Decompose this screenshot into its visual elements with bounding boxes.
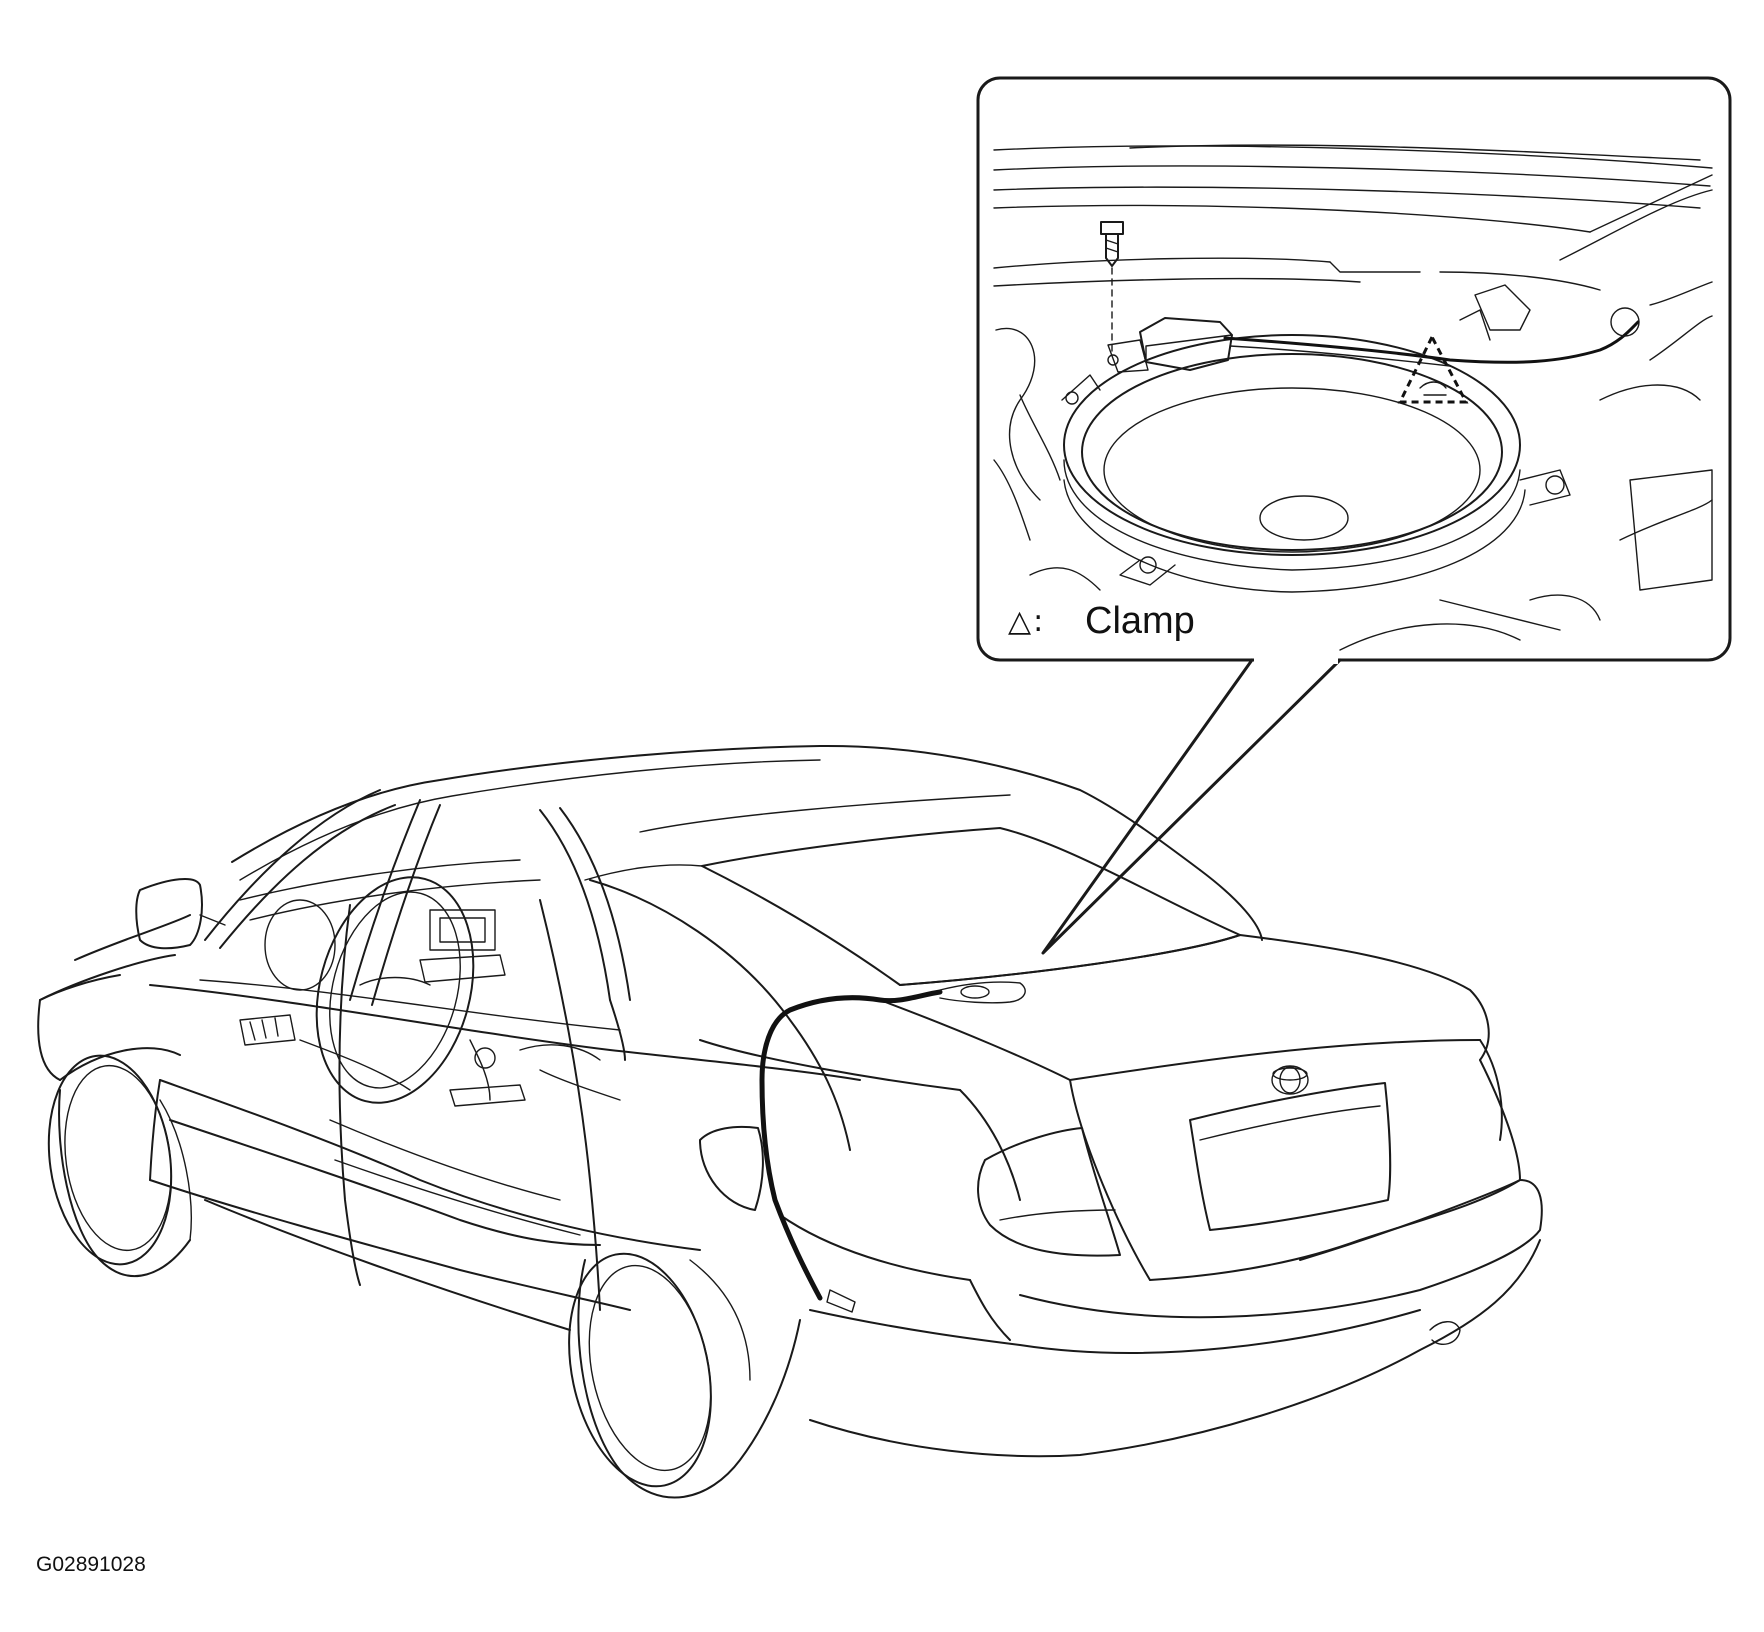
front-wheel	[47, 1054, 192, 1277]
speaker	[1061, 334, 1571, 593]
clamp-triangle-icon	[1397, 333, 1469, 404]
clamp-legend-symbol: △:	[1008, 604, 1046, 639]
figure-id: G02891028	[36, 1553, 146, 1576]
car-body	[37, 744, 1543, 1458]
bolt-icon	[1100, 221, 1124, 356]
detail-inset	[976, 76, 1732, 955]
wire-harness	[759, 981, 1026, 1313]
clamp-legend-label: Clamp	[1085, 600, 1195, 642]
rear-wheel	[568, 1252, 801, 1499]
amplifier-module	[1107, 317, 1233, 373]
toyota-emblem-icon	[1271, 1065, 1309, 1095]
